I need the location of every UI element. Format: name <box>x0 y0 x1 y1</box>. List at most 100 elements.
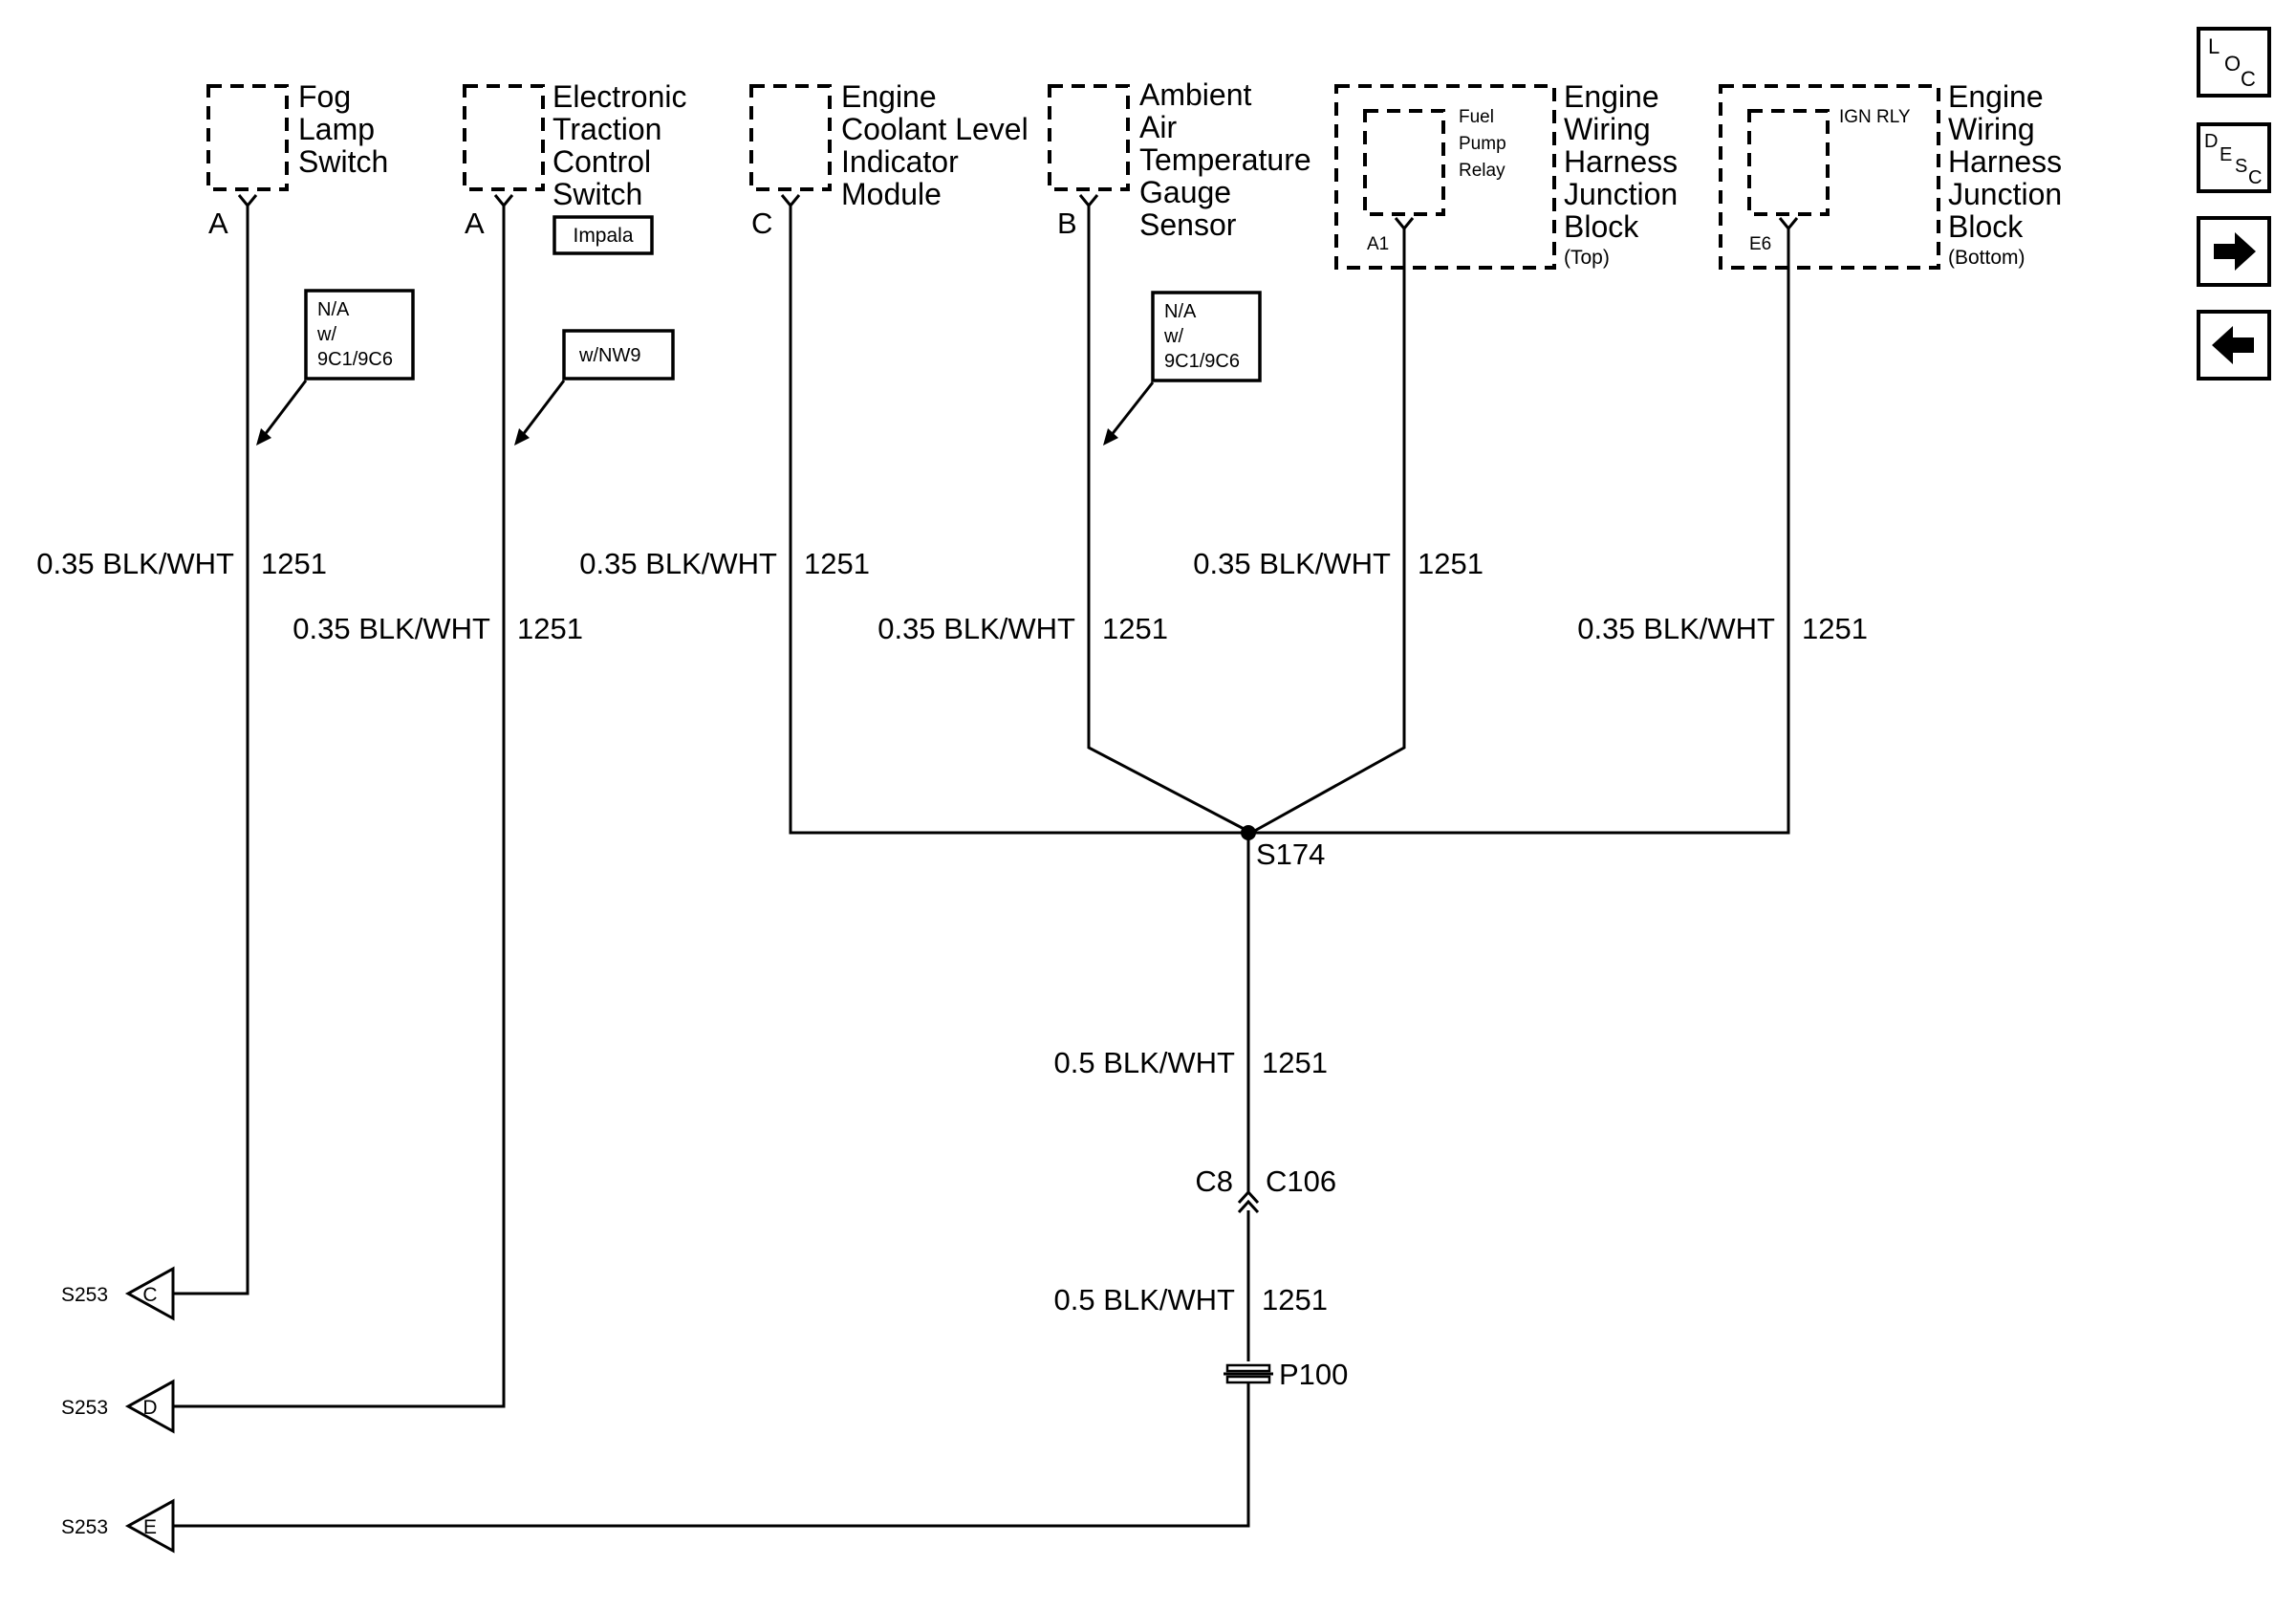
ambient-option-note-box <box>1151 291 1262 382</box>
junction-block-top-label-4: Junction <box>1564 177 1678 211</box>
desc-button[interactable]: D E S C <box>2197 122 2271 193</box>
coolant-wire-label: 0.35 BLK/WHT 1251 <box>579 547 870 580</box>
coolant-wire <box>789 216 1251 835</box>
junction-block-top-label-5: Block <box>1564 209 1639 244</box>
fog-option-note-line-1: N/A <box>317 299 350 320</box>
p100-grommet-bottom <box>1225 1375 1271 1384</box>
fuel-pump-wire-gauge: 0.35 BLK/WHT <box>1193 547 1391 580</box>
traction-control-switch: Electronic Traction Control Switch Impal… <box>463 79 687 255</box>
ambient-air-sensor-label-2: Air <box>1139 110 1177 144</box>
junction-block-bottom-outer <box>1719 84 1940 270</box>
traction-control-switch-box <box>463 84 545 191</box>
loc-button[interactable]: L O C <box>2197 27 2271 98</box>
trunk-lower-wire-label: 0.5 BLK/WHT 1251 <box>1054 1283 1328 1316</box>
offpage-s253-c-triangle <box>124 1266 175 1321</box>
coolant-wire-circuit: 1251 <box>804 547 870 580</box>
traction-control-switch-terminal <box>493 194 514 216</box>
junction-block-top: Fuel Pump Relay A1 Engine Wiring Harness… <box>1334 79 1678 270</box>
junction-block-bottom-label-4: Junction <box>1948 177 2062 211</box>
offpage-s253-d-letter: D <box>142 1397 157 1419</box>
fog-lamp-switch-terminal <box>237 194 258 216</box>
fog-lamp-switch-label-2: Lamp <box>298 112 375 146</box>
nw9-option-note-leader <box>520 380 566 437</box>
traction-wire-circuit: 1251 <box>517 612 583 645</box>
junction-block-bottom-label-1: Engine <box>1948 79 2044 114</box>
offpage-s253-c-letter: C <box>142 1284 157 1306</box>
desc-button-letter-2: E <box>2220 144 2232 165</box>
trunk-upper-wire-label: 0.5 BLK/WHT 1251 <box>1054 1046 1328 1079</box>
fuel-pump-wire-circuit: 1251 <box>1418 547 1484 580</box>
prev-page-button[interactable] <box>2197 310 2271 381</box>
traction-control-switch-label-2: Traction <box>552 112 661 146</box>
nw9-option-note: w/NW9 <box>514 329 675 446</box>
fog-lamp-switch: Fog Lamp Switch A <box>206 79 388 240</box>
coolant-level-module: Engine Coolant Level Indicator Module C <box>749 79 1029 240</box>
connector-c8-c106-symbol <box>1237 1189 1260 1214</box>
loc-button-frame <box>2197 27 2271 98</box>
connector-left-label: C8 <box>1195 1164 1233 1198</box>
ambient-option-note-line-2: w/ <box>1163 326 1183 347</box>
junction-block-bottom-label-2: Wiring <box>1948 112 2035 146</box>
ambient-option-note-line-3: 9C1/9C6 <box>1164 351 1240 372</box>
fuel-pump-relay-label-3: Relay <box>1459 161 1505 181</box>
desc-button-frame <box>2197 122 2271 193</box>
loc-button-letter-3: C <box>2241 67 2256 91</box>
trunk-upper-wire-gauge: 0.5 BLK/WHT <box>1054 1046 1236 1079</box>
ign-rly-wire-gauge: 0.35 BLK/WHT <box>1577 612 1775 645</box>
splice-s174-dot <box>1241 825 1256 840</box>
traction-control-switch-label-3: Control <box>552 144 651 179</box>
coolant-level-module-box <box>749 84 832 191</box>
fog-wire <box>155 216 249 1295</box>
desc-button-letter-4: C <box>2248 167 2262 188</box>
trunk-upper-wire-circuit: 1251 <box>1262 1046 1328 1079</box>
ambient-air-sensor-label-3: Temperature <box>1139 142 1311 177</box>
offpage-s253-d-ref: S253 <box>61 1397 108 1419</box>
ambient-option-note: N/A w/ 9C1/9C6 <box>1103 291 1262 446</box>
junction-block-bottom: IGN RLY E6 Engine Wiring Harness Junctio… <box>1719 79 2062 270</box>
fuel-pump-relay-label-2: Pump <box>1459 134 1506 154</box>
fuel-pump-wire <box>1250 237 1406 835</box>
connector-right-label: C106 <box>1266 1164 1336 1198</box>
offpage-s253-c[interactable]: C S253 <box>61 1266 175 1321</box>
ign-rly-wire-label: 0.35 BLK/WHT 1251 <box>1577 612 1868 645</box>
coolant-level-module-pin: C <box>751 207 772 240</box>
ambient-wire-circuit: 1251 <box>1102 612 1168 645</box>
ambient-air-sensor-pin: B <box>1057 207 1077 240</box>
trunk-lower-wire-gauge: 0.5 BLK/WHT <box>1054 1283 1236 1316</box>
ign-rly-terminal <box>1778 217 1799 237</box>
fuel-pump-relay-box <box>1363 109 1445 216</box>
traction-wire <box>155 216 506 1408</box>
traction-control-switch-pin: A <box>465 207 485 240</box>
ambient-air-sensor-box <box>1048 84 1130 191</box>
traction-wire-gauge: 0.35 BLK/WHT <box>292 612 490 645</box>
fog-option-note-line-3: 9C1/9C6 <box>317 349 393 370</box>
coolant-level-module-label-3: Indicator <box>841 144 959 179</box>
p100-grommet-top <box>1225 1363 1271 1373</box>
fuel-pump-relay-pin: A1 <box>1367 234 1389 254</box>
fog-lamp-switch-pin: A <box>208 207 228 240</box>
offpage-s253-e-ref: S253 <box>61 1516 108 1538</box>
fog-wire-circuit: 1251 <box>261 547 327 580</box>
fog-option-note-box <box>304 289 415 381</box>
coolant-level-module-label-1: Engine <box>841 79 937 114</box>
next-page-button[interactable] <box>2197 216 2271 287</box>
offpage-s253-e[interactable]: E S253 <box>61 1498 175 1554</box>
fog-option-note-leader <box>262 380 308 437</box>
fog-wire-label: 0.35 BLK/WHT 1251 <box>36 547 327 580</box>
loc-button-letter-2: O <box>2224 52 2241 76</box>
fog-option-note-arrowhead <box>256 428 271 446</box>
junction-block-top-label-2: Wiring <box>1564 112 1651 146</box>
junction-block-bottom-label-3: Harness <box>1948 144 2062 179</box>
ign-rly-box <box>1747 109 1830 216</box>
offpage-s253-d[interactable]: D S253 <box>61 1379 175 1434</box>
ambient-air-sensor: Ambient Air Temperature Gauge Sensor B <box>1048 77 1311 242</box>
ign-rly-pin: E6 <box>1749 234 1771 254</box>
fog-lamp-switch-label-1: Fog <box>298 79 351 114</box>
fog-option-note: N/A w/ 9C1/9C6 <box>256 289 415 446</box>
offpage-s253-c-ref: S253 <box>61 1284 108 1306</box>
ambient-option-note-leader <box>1109 381 1155 437</box>
loc-button-letter-1: L <box>2208 34 2220 58</box>
fuel-pump-wire-label: 0.35 BLK/WHT 1251 <box>1193 547 1484 580</box>
desc-button-letter-1: D <box>2204 131 2218 152</box>
